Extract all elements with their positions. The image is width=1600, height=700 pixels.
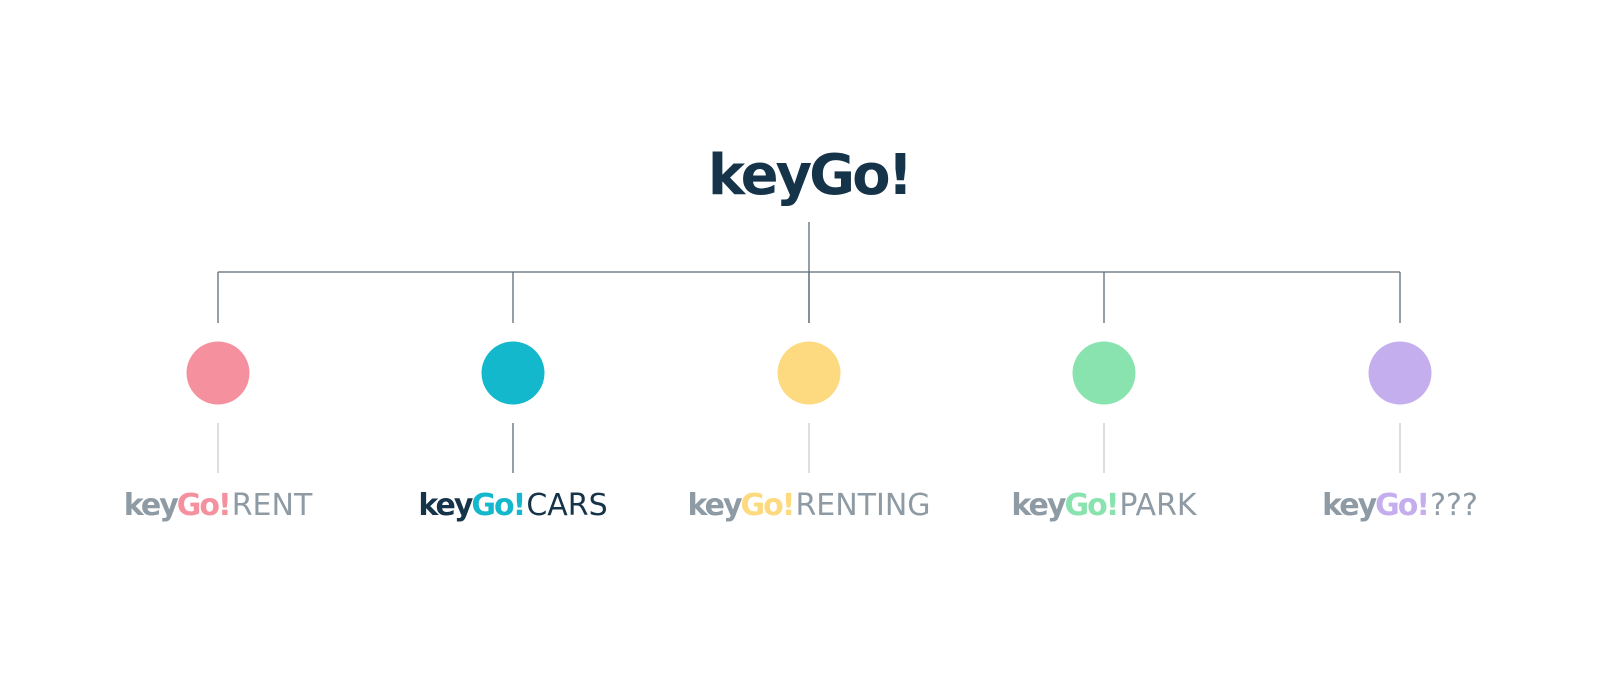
brand-label-suffix: RENT [231,488,313,523]
branch-color-dot [1368,341,1432,405]
brand-label-key: key [1011,488,1066,523]
brand-label: keyGo!??? [1250,486,1550,530]
brand-label-suffix: ??? [1430,488,1478,523]
brand-label-go: Go! [176,488,232,523]
brand-label-go: Go! [1064,488,1119,523]
root-logo-go: Go! [809,143,913,208]
brand-label-key: key [418,488,473,523]
root-logo: keyGo! [0,140,1600,212]
brand-label-suffix: PARK [1119,488,1197,523]
branch-color-dot [777,341,841,405]
brand-label-go: Go! [740,488,796,523]
brand-label-go: Go! [471,488,526,523]
brand-label: keyGo!RENT [68,486,368,530]
brand-label-key: key [687,488,742,523]
brand-label: keyGo!CARS [363,486,663,530]
brand-label-key: key [123,488,179,523]
brand-label-key: key [1322,488,1377,523]
brand-label: keyGo!RENTING [659,486,959,530]
root-logo-key: key [707,143,812,208]
branch-color-dot [186,341,250,405]
branch-color-dot [481,341,545,405]
branch-color-dot [1072,341,1136,405]
brand-label: keyGo!PARK [954,486,1254,530]
brand-label-suffix: RENTING [795,488,931,523]
brand-label-suffix: CARS [526,488,608,523]
brand-label-go: Go! [1375,488,1430,523]
